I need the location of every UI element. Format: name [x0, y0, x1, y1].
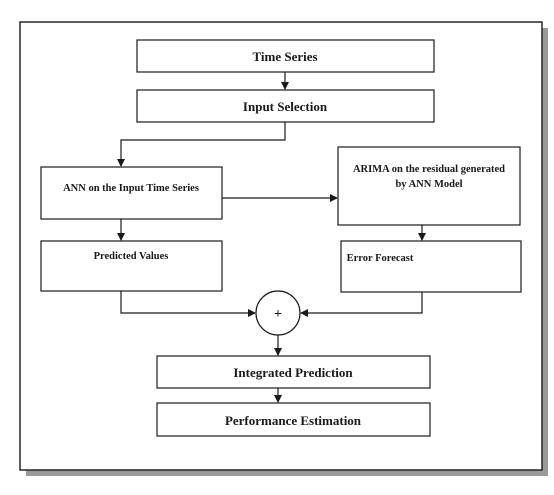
- arima-label-line1: ARIMA on the residual generated: [353, 164, 505, 175]
- time-series-box: [136, 39, 435, 73]
- ann-box: [40, 166, 223, 220]
- predicted-values-box: [40, 240, 223, 292]
- arrow-error-forecast-to-sum: [300, 292, 423, 317]
- performance-estimation-label: Performance Estimation: [225, 413, 362, 428]
- integrated-prediction-box: [156, 355, 431, 389]
- sum-symbol: +: [274, 307, 282, 322]
- input-selection-box: [136, 89, 435, 123]
- ann-label: ANN on the Input Time Series: [63, 183, 199, 194]
- arima-box: [337, 146, 521, 226]
- error-forecast-label: Error Forecast: [347, 253, 414, 264]
- input-selection-label: Input Selection: [243, 99, 328, 114]
- integrated-prediction-label: Integrated Prediction: [233, 365, 353, 380]
- time-series-label: Time Series: [252, 49, 317, 64]
- predicted-values-label: Predicted Values: [94, 251, 169, 262]
- performance-estimation-box: [156, 402, 431, 437]
- arima-label-line2: by ANN Model: [395, 179, 462, 190]
- error-forecast-box: [340, 240, 522, 293]
- arrow-predicted-values-to-sum: [120, 291, 256, 317]
- arrow-input-selection-to-ann: [117, 122, 286, 167]
